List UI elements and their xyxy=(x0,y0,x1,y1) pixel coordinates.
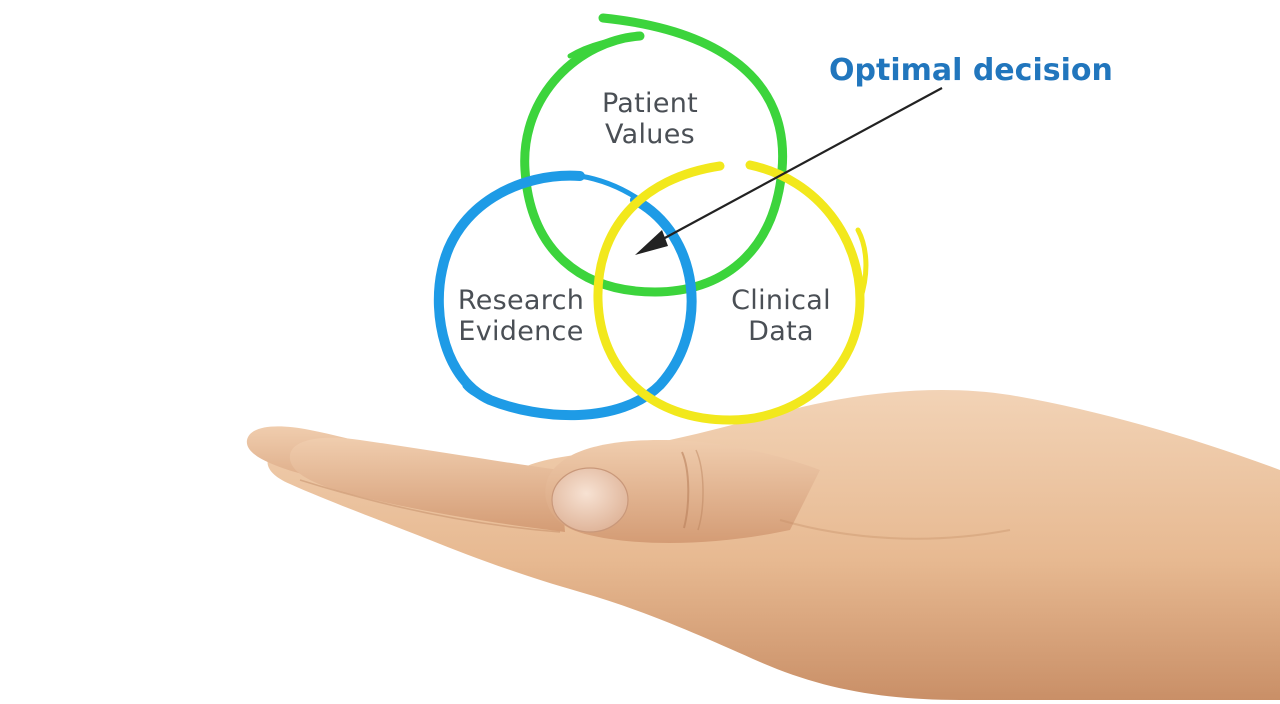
optimal-decision-arrow xyxy=(635,87,943,255)
arrow-head-icon xyxy=(635,230,668,255)
knuckle-crease xyxy=(681,451,690,529)
front-finger xyxy=(289,437,565,532)
thumb-nail xyxy=(551,467,629,533)
clinical-data-circle xyxy=(593,160,869,425)
clinical-data-label-line1: Clinical xyxy=(731,285,831,316)
research-evidence-circle xyxy=(433,170,697,421)
optimal-decision-label: Optimal decision xyxy=(829,53,1113,88)
venn-circles xyxy=(433,13,869,425)
clinical-data-label-line2: Data xyxy=(748,316,814,347)
palm-and-forearm xyxy=(267,389,1280,700)
knuckle-crease xyxy=(695,449,704,531)
circle-labels: Patient Values Research Evidence Clinica… xyxy=(458,88,831,347)
patient-values-circle xyxy=(520,13,788,297)
open-palm-hand xyxy=(246,389,1280,700)
patient-values-label-line1: Patient xyxy=(602,88,698,119)
palm-shadow-line xyxy=(299,479,561,533)
research-evidence-label-line1: Research xyxy=(458,285,584,316)
patient-values-label-line2: Values xyxy=(605,119,695,150)
research-evidence-label-line2: Evidence xyxy=(458,316,583,347)
palm-crease xyxy=(779,519,1011,540)
